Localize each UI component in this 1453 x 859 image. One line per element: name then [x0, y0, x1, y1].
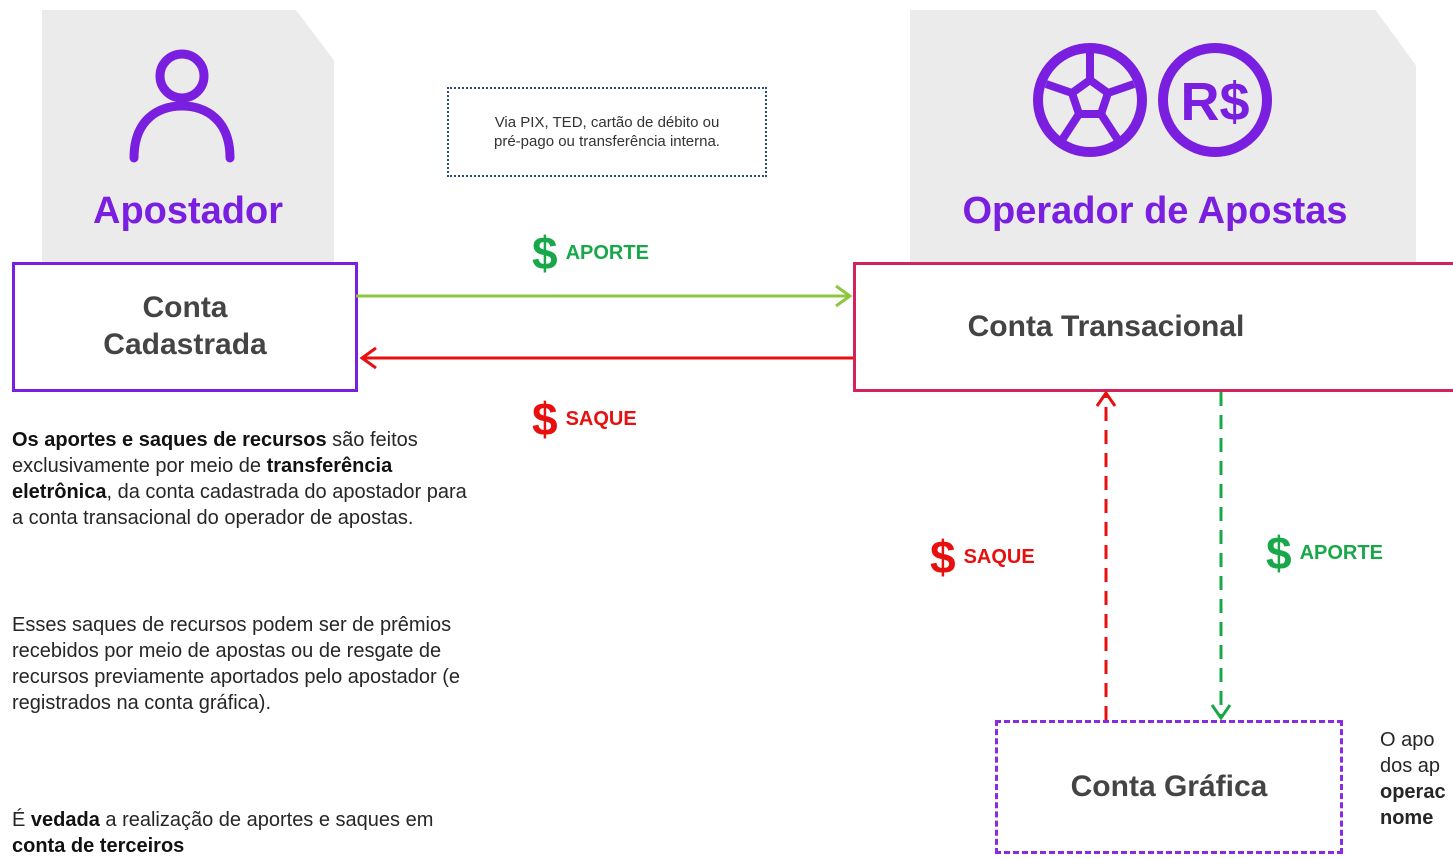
aporte-vertical-arrow: [1210, 392, 1232, 721]
side-note-line4: nome: [1380, 807, 1434, 829]
conta-transacional-box: Conta Transacional: [853, 262, 1453, 392]
aporte-arrow: [356, 284, 853, 308]
p2-text: Esses saques de recursos podem ser de pr…: [12, 614, 461, 714]
aporte-text: APORTE: [565, 241, 649, 264]
saque-text: SAQUE: [963, 545, 1035, 568]
operador-panel: [910, 10, 1416, 262]
conta-grafica-label: Conta Gráfica: [1070, 769, 1268, 803]
p1-bold2: transferência eletrônica: [12, 455, 393, 503]
operador-title: Operador de Apostas: [962, 190, 1348, 232]
side-note-line2: dos ap: [1380, 755, 1441, 777]
aporte-text: APORTE: [1299, 541, 1383, 564]
aporte-label-top: $ APORTE: [532, 226, 649, 280]
dollar-icon: $: [532, 227, 558, 279]
saque-label-top: $ SAQUE: [532, 392, 637, 446]
p3-bold2: conta de terceiros: [12, 835, 185, 857]
payment-method-text: Via PIX, TED, cartão de débito ou pré-pa…: [494, 113, 720, 151]
payment-method-note: Via PIX, TED, cartão de débito ou pré-pa…: [447, 87, 767, 177]
saque-label-vertical: $ SAQUE: [930, 530, 1035, 584]
apostador-title: Apostador: [93, 190, 283, 232]
p1-text1: são feitos exclusivamente por meio de: [12, 429, 418, 477]
paragraph-withdrawals: Esses saques de recursos podem ser de pr…: [12, 612, 482, 716]
conta-grafica-box: Conta Gráfica: [995, 720, 1343, 854]
conta-cadastrada-label: Conta Cadastrada: [103, 291, 267, 361]
dollar-icon: $: [1266, 527, 1292, 579]
saque-arrow: [359, 346, 853, 370]
p3-text1: É: [12, 809, 31, 831]
p1-text2: , da conta cadastrada do apostador para …: [12, 481, 467, 529]
soccer-ball-icon: [1033, 43, 1147, 157]
p1-bold: Os aportes e saques de recursos: [12, 429, 327, 451]
side-note: O apo dos ap operac nome: [1380, 727, 1446, 831]
saque-text: SAQUE: [565, 407, 637, 430]
paragraph-prohibition: É vedada a realização de aportes e saque…: [12, 807, 482, 859]
dollar-icon: $: [532, 393, 558, 445]
person-icon: [129, 49, 235, 163]
svg-text:R$: R$: [1180, 72, 1249, 132]
p3-bold: vedada: [30, 809, 100, 831]
aporte-label-vertical: $ APORTE: [1266, 526, 1383, 580]
saque-vertical-arrow: [1095, 390, 1117, 720]
dollar-icon: $: [930, 531, 956, 583]
conta-transacional-label: Conta Transacional: [967, 309, 1245, 343]
conta-cadastrada-box: Conta Cadastrada: [12, 262, 358, 392]
real-currency-icon: R$: [1158, 43, 1272, 157]
p3-text2: a realização de aportes e saques em: [99, 809, 434, 831]
side-note-line1: O apo: [1380, 729, 1435, 751]
side-note-line3: operac: [1380, 781, 1446, 803]
paragraph-transfers: Os aportes e saques de recursos são feit…: [12, 427, 482, 531]
